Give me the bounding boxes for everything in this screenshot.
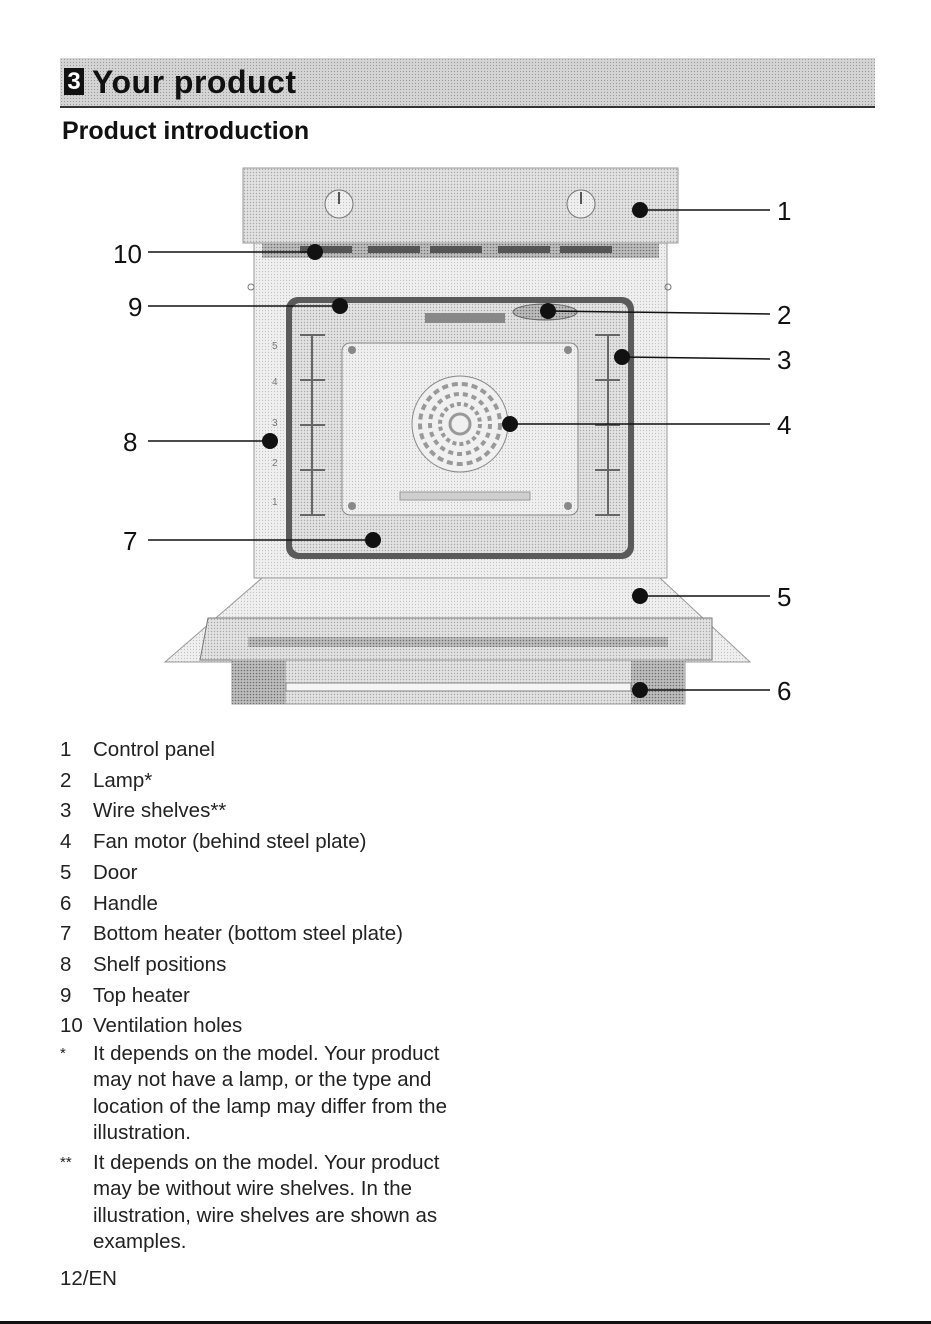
ventilation-slots (300, 246, 612, 253)
callout-dot-4 (502, 416, 518, 432)
handle-left (232, 660, 286, 704)
oven-illustration: 5 4 3 2 1 (0, 160, 931, 710)
shelf-label-5: 5 (272, 341, 278, 352)
section-title: Your product (92, 64, 297, 101)
callout-dot-9 (332, 298, 348, 314)
callout-10: 10 (113, 239, 142, 269)
callout-dot-10 (307, 244, 323, 260)
callout-dot-2 (540, 303, 556, 319)
handle-bar (286, 683, 631, 691)
oven-body: 5 4 3 2 1 (165, 168, 750, 704)
callout-dot-3 (614, 349, 630, 365)
door-lower (232, 660, 685, 704)
callout-3: 3 (777, 345, 791, 375)
callout-2: 2 (777, 300, 791, 330)
shelf-label-3: 3 (272, 418, 278, 429)
section-number: 3 (64, 68, 84, 95)
callout-dot-8 (262, 433, 278, 449)
callout-dot-7 (365, 532, 381, 548)
callout-6: 6 (777, 676, 791, 706)
shelf-label-1: 1 (272, 497, 278, 508)
callout-dot-5 (632, 588, 648, 604)
control-panel (243, 168, 678, 243)
section-header: 3 Your product (60, 58, 875, 108)
callout-7: 7 (123, 526, 137, 556)
callout-5: 5 (777, 582, 791, 612)
footnote: **It depends on the model. Your product … (60, 1150, 460, 1255)
callout-dot-6 (632, 682, 648, 698)
page-number: 12/EN (60, 1267, 117, 1291)
callout-4: 4 (777, 410, 791, 440)
callout-8: 8 (123, 427, 137, 457)
callout-dot-1 (632, 202, 648, 218)
fan-cover (412, 376, 508, 472)
callout-1: 1 (777, 196, 791, 226)
shelf-label-4: 4 (272, 377, 278, 388)
page-subtitle: Product introduction (62, 117, 309, 146)
shelf-label-2: 2 (272, 458, 278, 469)
footnote: *It depends on the model. Your product m… (60, 1041, 460, 1146)
footnotes: *It depends on the model. Your product m… (60, 1041, 460, 1259)
callout-9: 9 (128, 292, 142, 322)
